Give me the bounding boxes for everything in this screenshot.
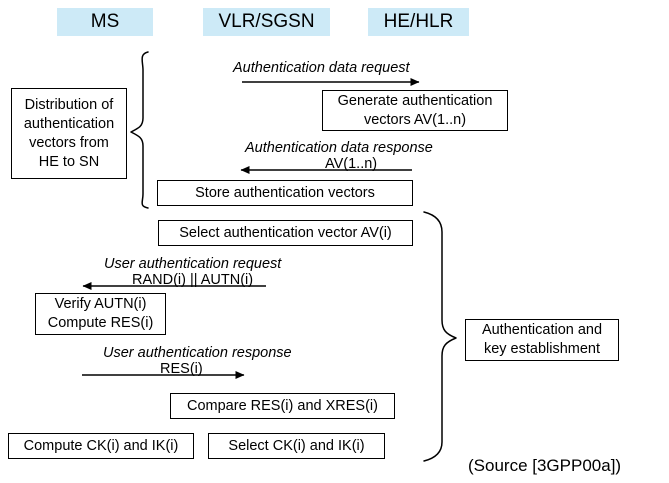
action-box-select-ck-ik: Select CK(i) and IK(i) [208,433,385,459]
msg-label-user-auth-response: User authentication response [103,345,292,361]
msg-payload-user-auth-response: RES(i) [160,361,203,377]
action-box-compute-ck-ik: Compute CK(i) and IK(i) [8,433,194,459]
action-box-store-av: Store authentication vectors [157,180,413,206]
brace-auth-key-establishment-phase [423,211,457,462]
action-box-compare-res: Compare RES(i) and XRES(i) [170,393,395,419]
action-box-select-av: Select authentication vector AV(i) [158,220,413,246]
brace-distribution-phase [130,51,149,209]
lane-header-ms: MS [57,8,153,36]
source-caption: (Source [3GPP00a]) [468,456,622,475]
msg-label-auth-data-response: Authentication data response [245,140,433,156]
msg-label-user-auth-request: User authentication request [104,256,282,272]
msg-payload-auth-data-response: AV(1..n) [325,156,378,172]
msg-payload-user-auth-request: RAND(i) || AUTN(i) [132,272,254,288]
phase-box-distribution: Distribution of authentication vectors f… [11,88,127,179]
phase-box-auth-key-establishment: Authentication and key establishment [465,319,619,361]
action-box-generate-av: Generate authentication vectors AV(1..n) [322,90,508,131]
msg-label-auth-data-request: Authentication data request [233,60,410,76]
lane-header-vlr-sgsn: VLR/SGSN [203,8,330,36]
action-box-verify-autn: Verify AUTN(i) Compute RES(i) [35,293,166,335]
lane-header-he-hlr: HE/HLR [368,8,469,36]
